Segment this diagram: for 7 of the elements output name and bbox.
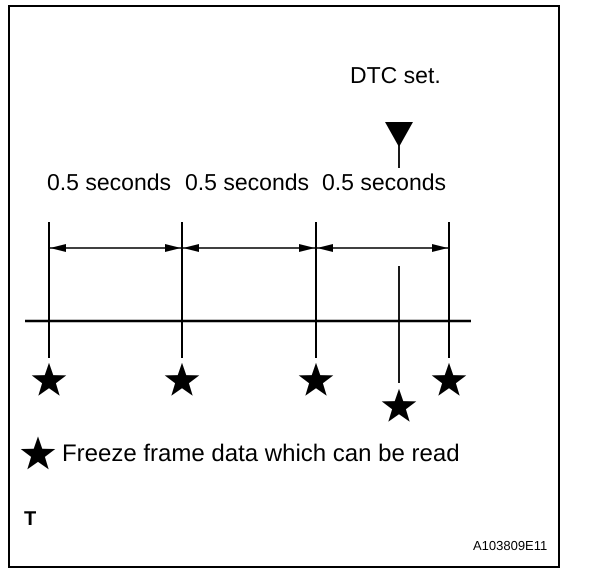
section-letter: T bbox=[24, 509, 36, 529]
duration-label: 0.5 seconds bbox=[185, 171, 310, 194]
legend-label: Freeze frame data which can be read bbox=[62, 442, 460, 466]
event-label: DTC set. bbox=[350, 64, 441, 87]
duration-label: 0.5 seconds bbox=[47, 171, 172, 194]
figure-code: A103809E11 bbox=[473, 539, 548, 552]
duration-label: 0.5 seconds bbox=[322, 171, 446, 194]
